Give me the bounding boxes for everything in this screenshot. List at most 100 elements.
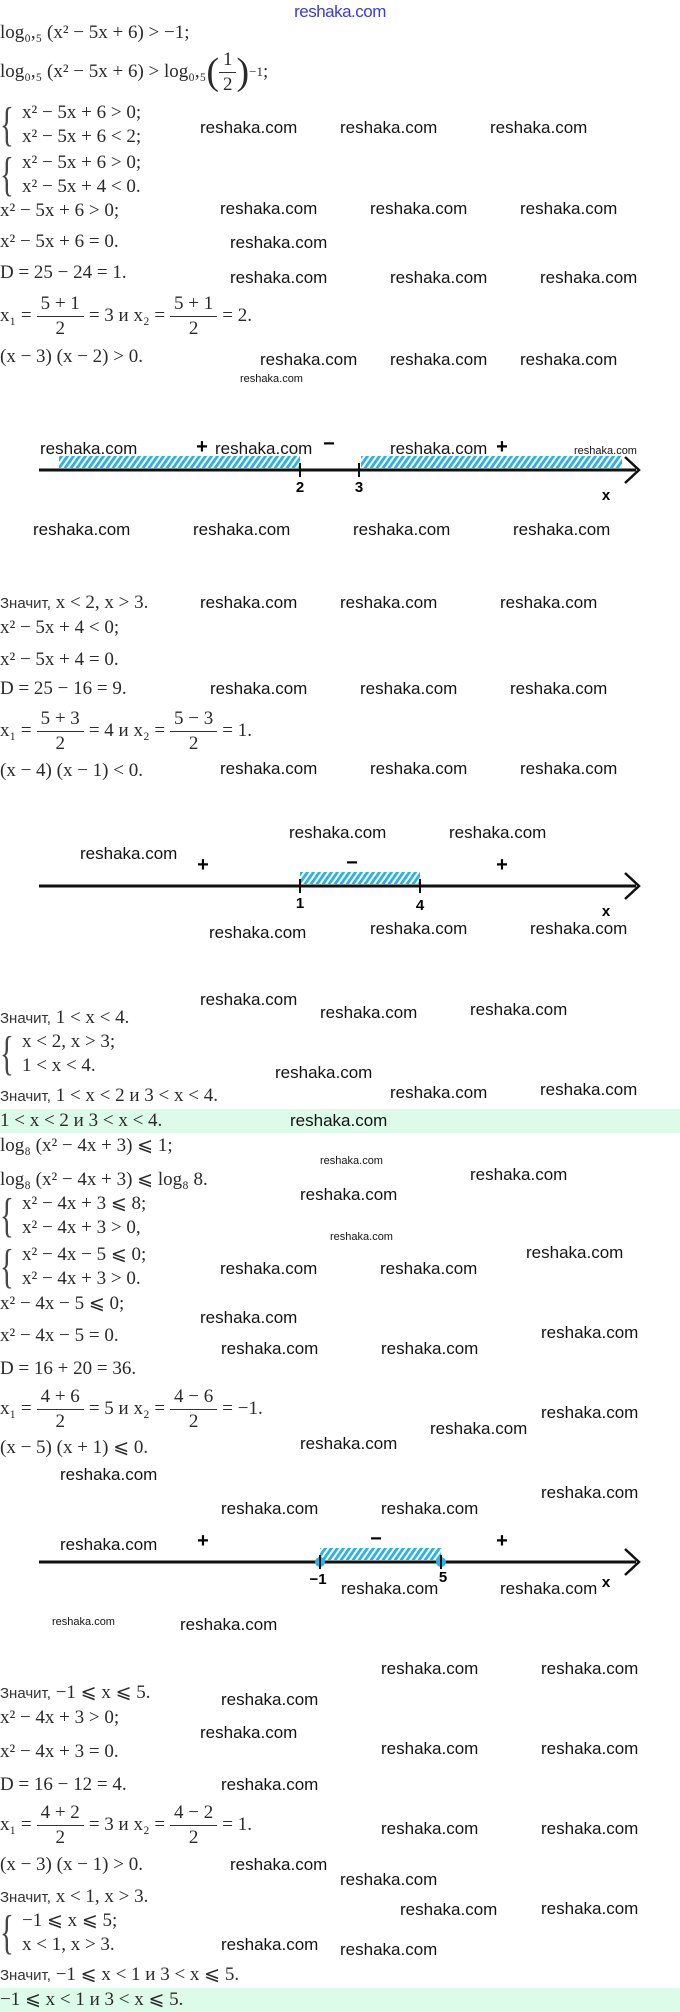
tick-label: 2 <box>296 479 304 496</box>
watermark: reshaka.com <box>220 199 318 218</box>
answer-band <box>0 1988 680 2012</box>
hatched-interval <box>361 456 622 468</box>
site-logo[interactable]: reshaka.com <box>294 2 386 21</box>
watermark: reshaka.com <box>370 199 468 218</box>
watermark: reshaka.com <box>180 1615 278 1634</box>
system-row: x² − 5x + 6 < 2; <box>22 126 142 147</box>
system-row: x < 2, x > 3; <box>22 1031 116 1052</box>
numerator: 4 + 6 <box>36 1385 84 1410</box>
watermark: reshaka.com <box>381 1659 479 1678</box>
watermark: reshaka.com <box>490 118 588 137</box>
numerator: 5 + 3 <box>36 707 84 732</box>
watermark: reshaka.com <box>390 268 488 287</box>
watermark: reshaka.com <box>215 439 313 458</box>
brace-icon: { <box>0 1906 14 1959</box>
watermark: reshaka.com <box>400 1900 498 1919</box>
root-mid: = 3 и x₂ = <box>88 305 166 326</box>
math-line: x² − 4x + 3 = 0. <box>0 1741 119 1762</box>
hatched-interval <box>300 872 420 884</box>
watermark: reshaka.com <box>360 679 458 698</box>
denominator: 2 <box>188 1826 199 1848</box>
paren-open: ( <box>206 51 219 93</box>
answer-line: −1 ⩽ x < 1 и 3 < x ⩽ 5. <box>0 1989 184 2010</box>
discriminant-line: D = 25 − 16 = 9. <box>0 678 127 699</box>
expr-end: ; <box>262 61 269 82</box>
denominator: 2 <box>55 1826 65 1848</box>
watermark: reshaka.com <box>320 1003 418 1022</box>
watermark: reshaka.com <box>275 1063 373 1082</box>
brace-icon: { <box>0 98 14 151</box>
watermark: reshaka.com <box>526 1243 624 1262</box>
watermark: reshaka.com <box>80 844 178 863</box>
factored-line: (x − 4) (x − 1) < 0. <box>0 760 143 781</box>
watermark: reshaka.com <box>40 439 138 458</box>
watermark: reshaka.com <box>520 759 618 778</box>
watermark: reshaka.com <box>341 1579 439 1598</box>
sign-label: − <box>346 852 358 874</box>
final-line: Значит, −1 ⩽ x < 1 и 3 < x ⩽ 5. <box>0 1964 239 1987</box>
watermark: reshaka.com <box>340 1940 438 1959</box>
conclusion-value: −1 ⩽ x ⩽ 5. <box>55 1682 151 1703</box>
watermark: reshaka.com <box>390 439 488 458</box>
exponent: −1 <box>249 64 263 79</box>
system-row: x² − 4x + 3 ⩽ 8; <box>22 1193 147 1214</box>
hatched-interval <box>59 456 300 468</box>
sign-label: + <box>496 854 508 876</box>
watermark: reshaka.com <box>449 823 547 842</box>
brace-icon: { <box>0 1027 14 1080</box>
watermark: reshaka.com <box>200 1308 298 1327</box>
conclusion-value: −1 ⩽ x < 1 и 3 < x ⩽ 5. <box>55 1964 240 1985</box>
sign-label: + <box>496 1530 508 1552</box>
watermark: reshaka.com <box>510 679 608 698</box>
watermark: reshaka.com <box>381 1339 479 1358</box>
watermark: reshaka.com <box>330 1231 393 1243</box>
system-row: x² − 4x + 3 > 0. <box>22 1268 141 1289</box>
watermark: reshaka.com <box>541 1739 639 1758</box>
math-line: x² − 5x + 6 > 0; <box>0 200 120 221</box>
root-mid: = 5 и x₂ = <box>88 1398 166 1419</box>
watermark: reshaka.com <box>470 1165 568 1184</box>
inequality-line: log₀,₅ (x² − 5x + 6) > −1; <box>0 22 190 43</box>
tick-label: 3 <box>355 479 363 496</box>
final-line: Значит, 1 < x < 2 и 3 < x < 4. <box>0 1085 218 1108</box>
root-label: x₁ = <box>0 720 32 741</box>
denominator: 2 <box>188 1410 199 1432</box>
watermark: reshaka.com <box>574 445 637 457</box>
watermark: reshaka.com <box>221 1935 319 1954</box>
conclusion-value: 1 < x < 4. <box>55 1007 130 1028</box>
numerator: 4 − 6 <box>170 1385 218 1410</box>
arrow-icon <box>624 1548 641 1576</box>
numerator: 4 + 2 <box>36 1801 84 1826</box>
watermark: reshaka.com <box>380 1259 478 1278</box>
axis-label: x <box>602 487 611 504</box>
watermark: reshaka.com <box>210 679 308 698</box>
conclusion-word: Значит, <box>0 1889 51 1906</box>
conclusion-line: Значит, −1 ⩽ x ⩽ 5. <box>0 1682 151 1705</box>
watermark: reshaka.com <box>541 1483 639 1502</box>
number-line-1: 2 3 + − + x <box>39 433 641 504</box>
denominator: 2 <box>188 732 199 754</box>
watermark: reshaka.com <box>193 520 291 539</box>
math-line: x² − 4x − 5 ⩽ 0; <box>0 1293 125 1314</box>
sign-label: + <box>197 854 209 876</box>
tick-label: −1 <box>309 1571 326 1588</box>
tick-label: 1 <box>296 895 304 912</box>
brace-icon: { <box>0 1240 14 1293</box>
answer-band <box>0 1109 680 1133</box>
watermark: reshaka.com <box>513 520 611 539</box>
watermark: reshaka.com <box>381 1739 479 1758</box>
factored-line: (x − 3) (x − 1) > 0. <box>0 1854 143 1875</box>
watermark: reshaka.com <box>541 1659 639 1678</box>
system-row: x² − 5x + 6 > 0; <box>22 152 142 173</box>
conclusion-word: Значит, <box>0 1088 51 1105</box>
watermark: reshaka.com <box>500 593 598 612</box>
answer-line: 1 < x < 2 и 3 < x < 4. <box>0 1110 163 1131</box>
